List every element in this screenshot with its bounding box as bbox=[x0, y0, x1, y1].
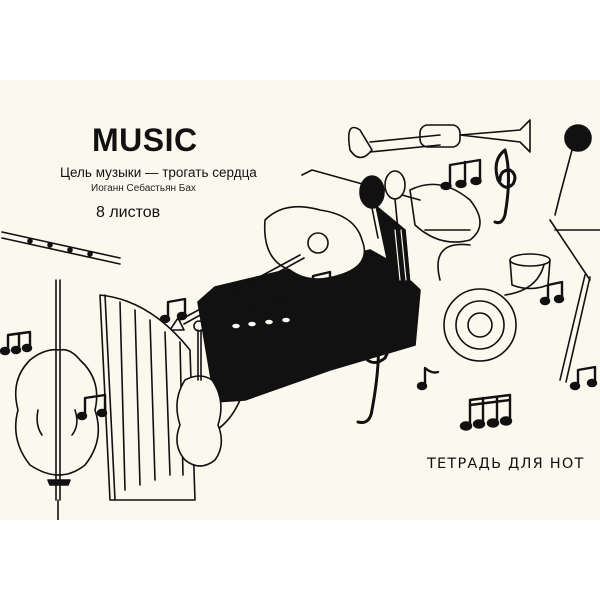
piano-icon bbox=[189, 205, 421, 441]
harp-icon bbox=[99, 294, 196, 501]
cello-icon bbox=[14, 279, 100, 520]
clarinet-icon bbox=[559, 274, 591, 383]
product-label: ТЕТРАДЬ ДЛЯ НОТ bbox=[427, 456, 585, 472]
cover-title: MUSIC bbox=[92, 122, 198, 158]
violin-icon bbox=[176, 320, 223, 467]
drum-icon bbox=[509, 219, 600, 290]
instrument-illustration bbox=[0, 119, 600, 520]
music-note-icon bbox=[0, 158, 598, 431]
guitar-icon bbox=[169, 205, 366, 331]
quote-author: Иоганн Себастьян Бах bbox=[91, 183, 196, 194]
trumpet-icon bbox=[347, 119, 531, 159]
flute-icon bbox=[1, 231, 121, 265]
notebook-cover: MUSIC Цель музыки — трогать сердца Иоган… bbox=[0, 80, 600, 520]
maracas-icon bbox=[359, 170, 406, 239]
microphone-icon bbox=[554, 124, 592, 216]
sheet-count: 8 листов bbox=[96, 204, 161, 221]
treble-clef-icon bbox=[355, 148, 517, 424]
french-horn-icon bbox=[437, 243, 546, 362]
cover-quote: Цель музыки — трогать сердца bbox=[60, 165, 257, 180]
